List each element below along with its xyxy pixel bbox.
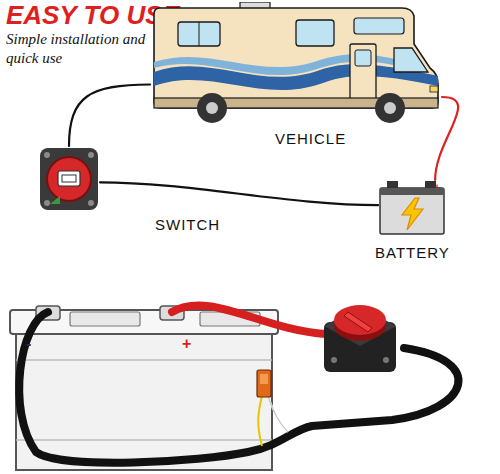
wire-connector [435,97,458,180]
vehicle-illustration [150,2,442,127]
switch-icon [38,146,100,212]
node-label: VEHICLE [275,130,346,147]
wire-connector [100,182,378,205]
battery-node: BATTERY [378,180,446,236]
negative-cable [19,312,458,463]
large-battery [10,306,278,470]
node-label: BATTERY [375,244,450,261]
battery-switch [324,305,396,372]
wire-connector [69,85,150,147]
polarity-sign: + [182,334,191,354]
polarity-sign: - [26,334,31,354]
vehicle-node: VEHICLE [150,2,442,127]
switch-node: SWITCH [38,146,100,212]
battery-icon [378,180,446,236]
indicator-rocker [257,370,288,446]
node-label: SWITCH [155,216,220,233]
positive-cable [172,305,326,334]
